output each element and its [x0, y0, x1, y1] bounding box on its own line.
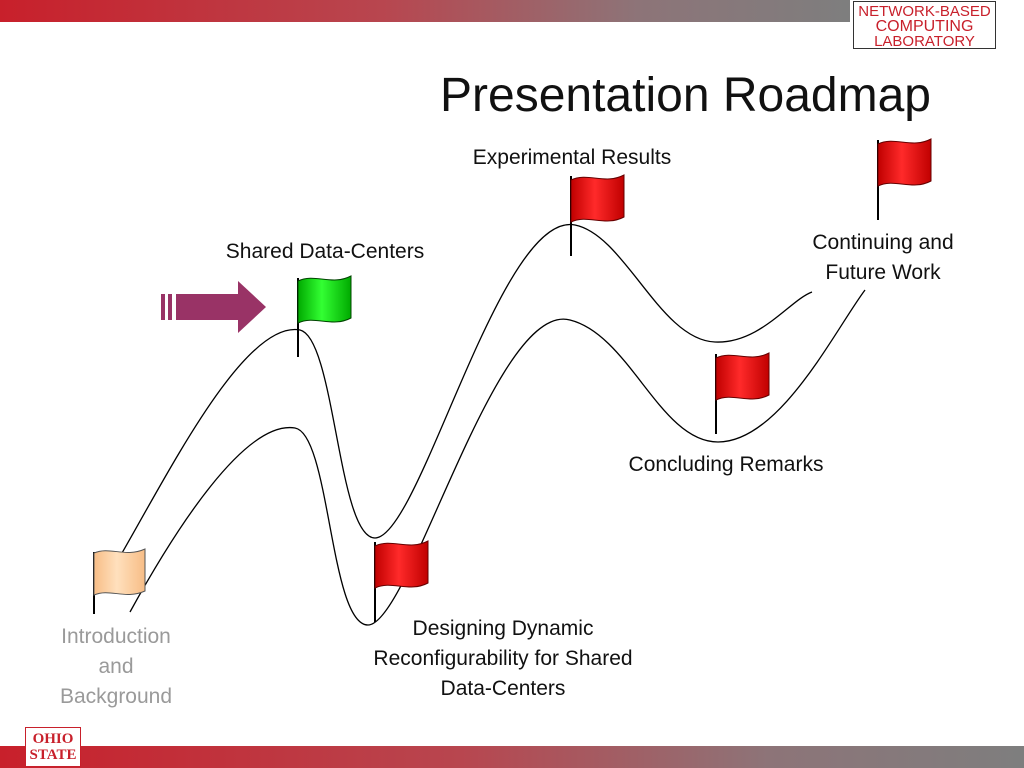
flag-introduction-icon — [93, 548, 146, 614]
stage-label-designing-dynamic: Designing Dynamic Reconfigurability for … — [333, 614, 673, 704]
current-stage-arrow-icon — [161, 281, 266, 333]
stage-label-line: Background — [59, 685, 173, 708]
flag-experimental-results-icon — [570, 174, 625, 256]
nbcl-logo: NETWORK-BASED COMPUTING LABORATORY — [853, 1, 996, 49]
logo-line-1: NETWORK-BASED — [858, 3, 991, 20]
logo-line-3: LABORATORY — [874, 33, 975, 50]
stage-label-line: Data-Centers — [440, 677, 566, 700]
logo-line-2: COMPUTING — [875, 18, 974, 35]
stage-label-line: Shared Data-Centers — [225, 240, 425, 263]
stage-label-line: Experimental Results — [472, 146, 672, 169]
flag-future-work-icon — [877, 138, 932, 220]
stage-label-future-work: Continuing and Future Work — [778, 228, 988, 288]
slide-title: Presentation Roadmap — [440, 69, 931, 122]
top-header-band — [0, 0, 850, 22]
bottom-footer-band — [0, 746, 1024, 768]
stage-label-line: Concluding Remarks — [628, 453, 824, 476]
stage-label-line: Continuing and — [812, 231, 954, 254]
road-lower-edge — [129, 289, 866, 626]
osu-logo-line-2: STATE — [29, 747, 77, 763]
stage-label-introduction: Introduction and Background — [40, 622, 192, 712]
road-upper-edge — [117, 224, 813, 561]
flag-concluding-remarks-icon — [715, 352, 770, 434]
osu-logo-line-1: OHIO — [32, 731, 74, 747]
stage-label-shared-data-centers: Shared Data-Centers — [194, 237, 456, 267]
stage-label-line: and — [98, 655, 134, 678]
stage-label-line: Designing Dynamic — [412, 617, 594, 640]
stage-label-experimental-results: Experimental Results — [440, 143, 704, 173]
ohio-state-logo: OHIO STATE — [25, 727, 81, 767]
flag-designing-dynamic-icon — [374, 540, 429, 622]
stage-label-line: Reconfigurability for Shared — [373, 647, 633, 670]
flag-shared-data-centers-icon — [297, 275, 352, 357]
stage-label-line: Introduction — [61, 625, 171, 648]
stage-label-concluding-remarks: Concluding Remarks — [596, 450, 856, 480]
stage-label-line: Future Work — [825, 261, 941, 284]
